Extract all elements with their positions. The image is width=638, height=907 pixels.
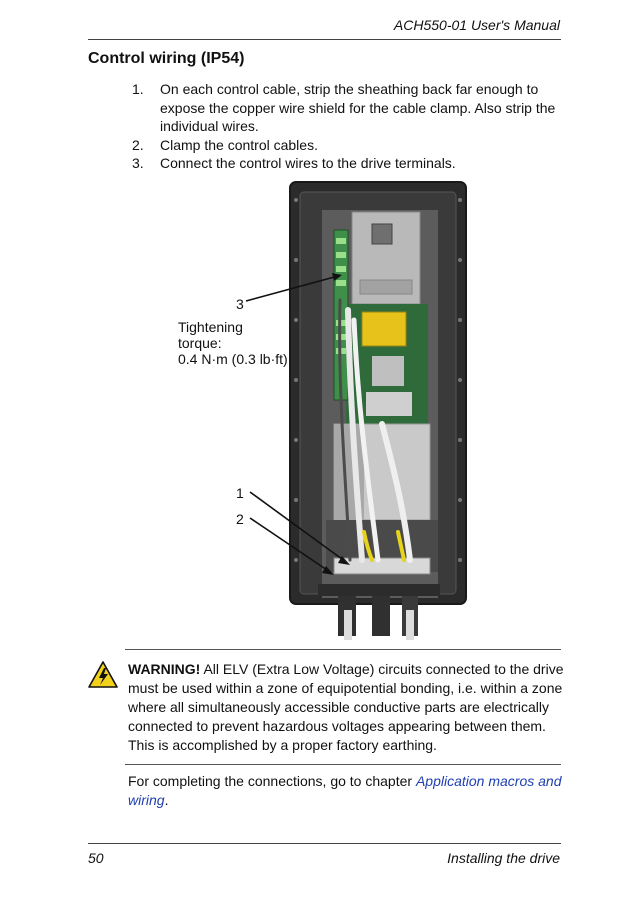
step-text: On each control cable, strip the sheathi… bbox=[160, 81, 556, 134]
io-board-label bbox=[361, 311, 407, 347]
high-voltage-warning-icon bbox=[88, 661, 118, 688]
section-title: Control wiring (IP54) bbox=[88, 50, 245, 67]
torque-line: 0.4 N·m (0.3 lb·ft) bbox=[178, 351, 288, 367]
step-item: 2. Clamp the control cables. bbox=[132, 136, 562, 155]
warning-body: All ELV (Extra Low Voltage) circuits con… bbox=[128, 661, 564, 753]
next-step-paragraph: For completing the connections, go to ch… bbox=[128, 772, 564, 810]
io-board-chip bbox=[372, 356, 404, 386]
callout-1-arrowhead bbox=[338, 556, 350, 565]
next-step-suffix: . bbox=[164, 792, 169, 808]
header-rule bbox=[88, 39, 561, 40]
callout-1-leader bbox=[249, 491, 347, 563]
step-text: Clamp the control cables. bbox=[160, 136, 318, 153]
callout-1-label: 1 bbox=[236, 485, 244, 501]
rim-screws bbox=[294, 198, 462, 562]
warning-top-rule bbox=[125, 649, 561, 650]
callout-2-label: 2 bbox=[236, 511, 244, 527]
cable-clamp bbox=[333, 557, 431, 575]
io-board-chip bbox=[366, 392, 412, 416]
warning-label: WARNING! bbox=[128, 661, 201, 677]
warning-bottom-rule bbox=[125, 764, 561, 765]
callout-3-leader bbox=[245, 275, 339, 302]
torque-line: Tightening bbox=[178, 319, 243, 335]
panel-connector bbox=[371, 223, 393, 245]
page-number: 50 bbox=[88, 850, 104, 866]
footer-chapter-title: Installing the drive bbox=[447, 850, 560, 866]
steps-list: 1. On each control cable, strip the shea… bbox=[132, 80, 562, 173]
warning-paragraph: WARNING! All ELV (Extra Low Voltage) cir… bbox=[128, 660, 564, 755]
callout-2-arrowhead bbox=[322, 566, 334, 575]
step-number: 3. bbox=[132, 155, 144, 171]
callout-2-leader bbox=[249, 517, 331, 573]
callout-3-arrowhead bbox=[332, 273, 342, 281]
panel-slot bbox=[359, 279, 413, 295]
tightening-torque-note: Tightening torque: 0.4 N·m (0.3 lb·ft) bbox=[178, 319, 288, 367]
step-number: 1. bbox=[132, 81, 144, 97]
step-item: 1. On each control cable, strip the shea… bbox=[132, 80, 562, 136]
torque-line: torque: bbox=[178, 335, 222, 351]
running-header: ACH550-01 User's Manual bbox=[393, 17, 560, 33]
step-item: 3. Connect the control wires to the driv… bbox=[132, 154, 562, 173]
next-step-prefix: For completing the connections, go to ch… bbox=[128, 773, 416, 789]
callout-3-label: 3 bbox=[236, 296, 244, 312]
footer-rule bbox=[88, 843, 561, 844]
control-cables bbox=[338, 298, 413, 563]
drive-wiring-photo bbox=[245, 181, 467, 640]
application-macros-link[interactable]: Application macros and wiring bbox=[128, 773, 562, 808]
cable-glands bbox=[318, 584, 440, 640]
step-text: Connect the control wires to the drive t… bbox=[160, 155, 456, 171]
step-number: 2. bbox=[132, 136, 144, 153]
